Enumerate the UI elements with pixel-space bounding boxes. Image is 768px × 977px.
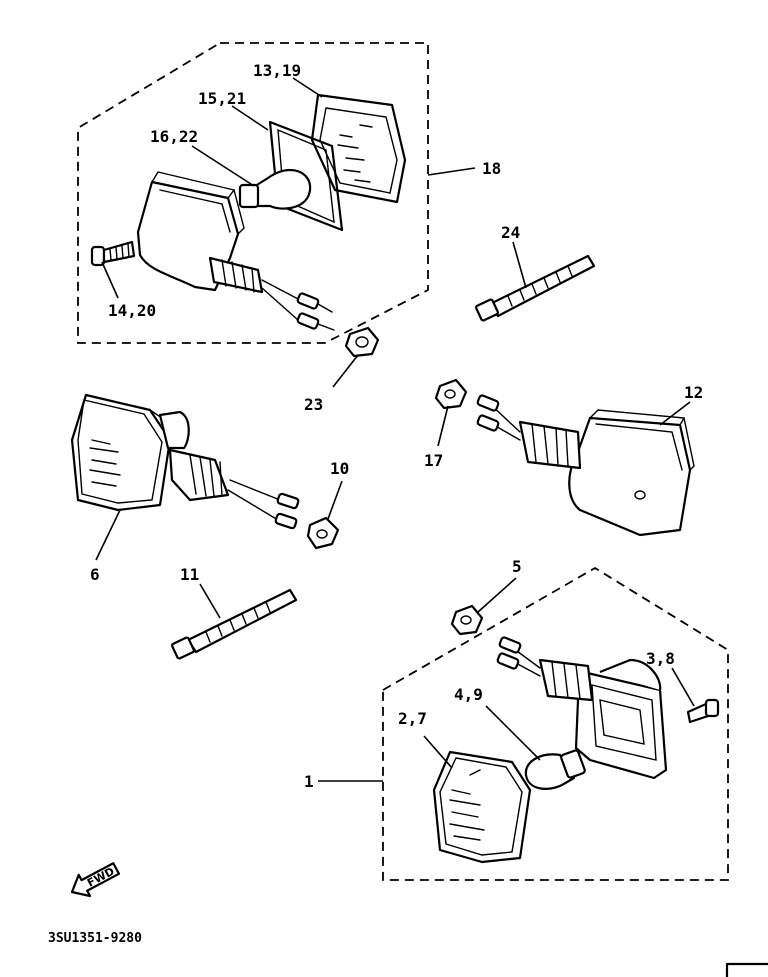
callout-3-8: 3,8 [646, 649, 675, 668]
callout-1: 1 [304, 772, 314, 791]
diagram-code: 3SU1351-9280 [48, 931, 142, 946]
corner-bracket-mark [725, 962, 768, 977]
fwd-arrow-icon: FWD [70, 862, 121, 898]
callout-10: 10 [330, 459, 349, 478]
part-cable-tie-24 [475, 254, 596, 322]
part-housing-bottom [496, 636, 668, 780]
part-cable-tie-11 [171, 588, 298, 660]
callout-12: 12 [684, 383, 703, 402]
callout-24: 24 [501, 223, 520, 242]
part-bulb-top [238, 168, 312, 210]
callout-15-21: 15,21 [198, 89, 246, 108]
callout-2-7: 2,7 [398, 709, 427, 728]
leader-lines [95, 77, 695, 782]
callout-17: 17 [424, 451, 443, 470]
part-screw-top [90, 240, 136, 267]
callout-6: 6 [90, 565, 100, 584]
callout-18: 18 [482, 159, 501, 178]
callout-4-9: 4,9 [454, 685, 483, 704]
part-flasher-right [476, 394, 695, 537]
callout-14-20: 14,20 [108, 301, 156, 320]
callout-5: 5 [512, 557, 522, 576]
part-lens-bottom [432, 750, 532, 864]
part-bulb-bottom [524, 749, 586, 790]
part-lens-top [310, 93, 407, 204]
part-housing-top [136, 171, 335, 331]
assembly-boundary-top [77, 42, 429, 344]
fwd-label: FWD [85, 865, 117, 890]
assembly-boundary-bottom [382, 566, 729, 881]
part-nut-10 [306, 516, 340, 550]
callout-labels: 13,19 15,21 16,22 18 24 14,20 23 12 17 1… [90, 61, 703, 791]
part-nut-5 [450, 604, 484, 636]
callout-16-22: 16,22 [150, 127, 198, 146]
callout-11: 11 [180, 565, 199, 584]
part-nut-23 [344, 326, 380, 358]
part-nut-17 [434, 378, 468, 410]
part-screw-bottom [686, 698, 720, 724]
part-flasher-left [70, 393, 300, 530]
callout-23: 23 [304, 395, 323, 414]
callout-13-19: 13,19 [253, 61, 301, 80]
